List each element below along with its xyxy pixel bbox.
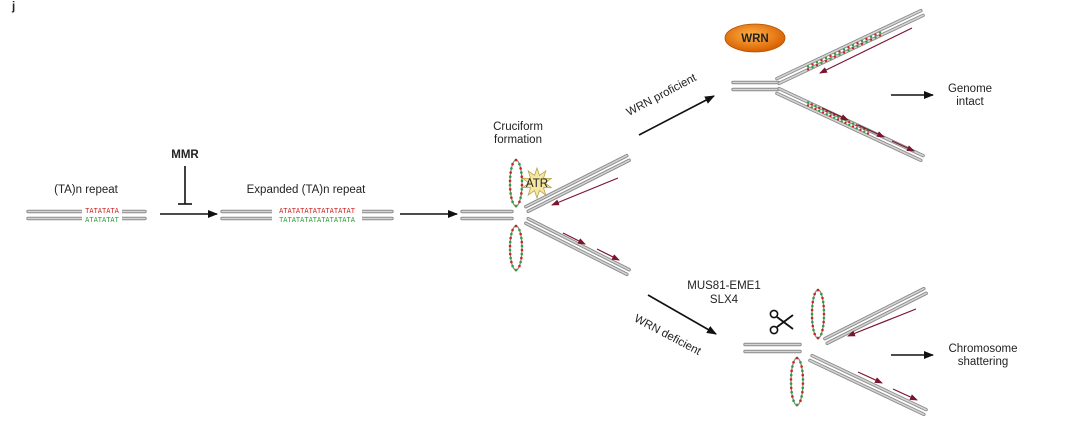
proficient-arrow (638, 95, 715, 136)
fork-arm (808, 353, 928, 417)
slx4-label: SLX4 (710, 294, 739, 306)
lagging-arrow-2 (596, 248, 620, 261)
mus81-eme1-label: MUS81-EME1 (687, 280, 761, 292)
resolved-lagging-arrow-3 (891, 140, 915, 152)
expanded-repeat-label: Expanded (TA)n repeat (247, 184, 366, 196)
shattering-line2: shattering (958, 356, 1009, 368)
cruciform-label-line2: formation (494, 134, 542, 146)
long-repeat-top-seq: ATATATATATATATATAT (279, 207, 356, 215)
resolved-top-repeat (806, 31, 882, 71)
cruciform-structure (460, 153, 631, 277)
resolved-lagging-arrow-2 (857, 124, 885, 138)
cleaved-lagging-arrow-1 (857, 371, 883, 384)
fork-arm (524, 216, 631, 277)
ta-repeat-label: (TA)n repeat (54, 184, 119, 196)
short-repeat-top-seq: TATATATA (85, 207, 120, 215)
wrn-proficient-label: WRN proficient (625, 72, 700, 119)
genome-intact-line2: intact (956, 96, 984, 108)
dsdna-segment (731, 80, 780, 92)
cruciform-label-line1: Cruciform (493, 121, 543, 133)
expanded-repeat-dna: ATATATATATATATATAT TATATATATATATATATA (220, 207, 394, 224)
short-repeat-dna: TATATATA ATATATAT (26, 207, 147, 224)
wrn-badge: WRN (724, 23, 786, 53)
mmr-label: MMR (171, 149, 199, 161)
deficient-arrow (647, 294, 717, 335)
fork-arm (775, 8, 925, 86)
cruciform-top-hairpin (508, 158, 524, 208)
atr-label: ATR (526, 178, 548, 190)
fork-arm (823, 286, 928, 346)
scissors-icon (769, 309, 794, 335)
cleaved-lagging-arrow-2 (892, 388, 918, 401)
wrn-deficient-label: WRN deficient (632, 313, 703, 358)
cleaved-top-hairpin (810, 288, 826, 340)
atr-star: ATR (521, 166, 553, 200)
cleaved-bottom-hairpin (789, 356, 805, 407)
cruciform-bottom-hairpin (508, 224, 524, 272)
long-repeat-bottom-seq: TATATATATATATATATA (279, 216, 356, 224)
panel-label: j (11, 1, 15, 13)
resolved-bottom-repeat (806, 101, 870, 135)
resolved-leading-arrow (819, 27, 913, 74)
dsdna-segment (743, 342, 802, 354)
genome-intact-line1: Genome (948, 83, 992, 95)
fork-arm (524, 153, 631, 214)
lagging-arrow-1 (562, 232, 586, 245)
leading-arrow-top (551, 177, 619, 206)
cleaved-fork (743, 286, 928, 417)
short-repeat-bottom-seq: ATATATAT (85, 216, 120, 224)
resolved-fork (731, 8, 925, 163)
shattering-line1: Chromosome (948, 343, 1017, 355)
dsdna-segment (460, 209, 514, 221)
resolved-lagging-arrow-1 (821, 107, 849, 121)
wrn-badge-label: WRN (741, 33, 768, 45)
cleaved-leading-arrow (847, 308, 917, 337)
